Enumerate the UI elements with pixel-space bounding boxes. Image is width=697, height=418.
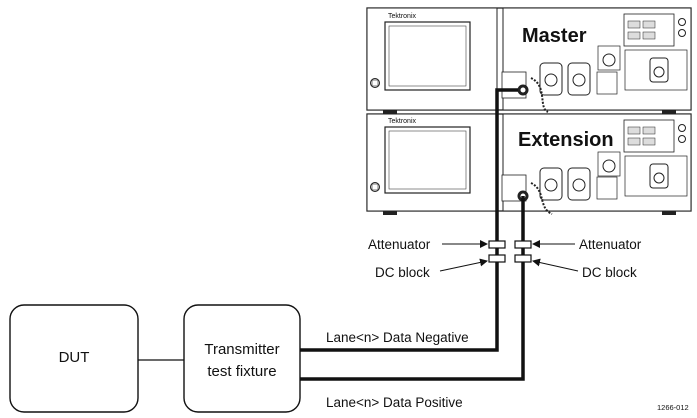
- extension-brand-text: Tektronix: [388, 118, 417, 125]
- master-instrument: Tektronix Master: [366, 7, 692, 114]
- dut-label: DUT: [59, 349, 90, 366]
- attenuator-left-label: Attenuator: [368, 237, 431, 252]
- dc-block-left-label: DC block: [375, 265, 430, 280]
- master-label: Master: [522, 25, 587, 47]
- master-brand-text: Tektronix: [388, 13, 417, 20]
- attenuator-right-label: Attenuator: [579, 237, 642, 252]
- extension-power-button[interactable]: [370, 182, 380, 192]
- figure-id: 1266-012: [657, 403, 689, 412]
- dc-block-right-label: DC block: [582, 265, 637, 280]
- master-power-button[interactable]: [370, 78, 380, 88]
- lane-positive-label: Lane<n> Data Positive: [326, 395, 463, 410]
- inline-components: [488, 240, 532, 263]
- extension-instrument: Tektronix Extension: [366, 113, 692, 215]
- cable-data-negative: [300, 88, 518, 352]
- dc-block-right: [514, 254, 532, 263]
- fixture-box: [183, 304, 301, 413]
- dc-block-left: [488, 254, 506, 263]
- dut-box: [9, 304, 139, 413]
- fixture-label-line2: test fixture: [207, 363, 276, 380]
- lane-negative-label: Lane<n> Data Negative: [326, 330, 469, 345]
- fixture-label-line1: Transmitter: [204, 341, 279, 358]
- extension-label: Extension: [518, 129, 614, 151]
- attenuator-right: [514, 240, 532, 249]
- attenuator-left: [488, 240, 506, 249]
